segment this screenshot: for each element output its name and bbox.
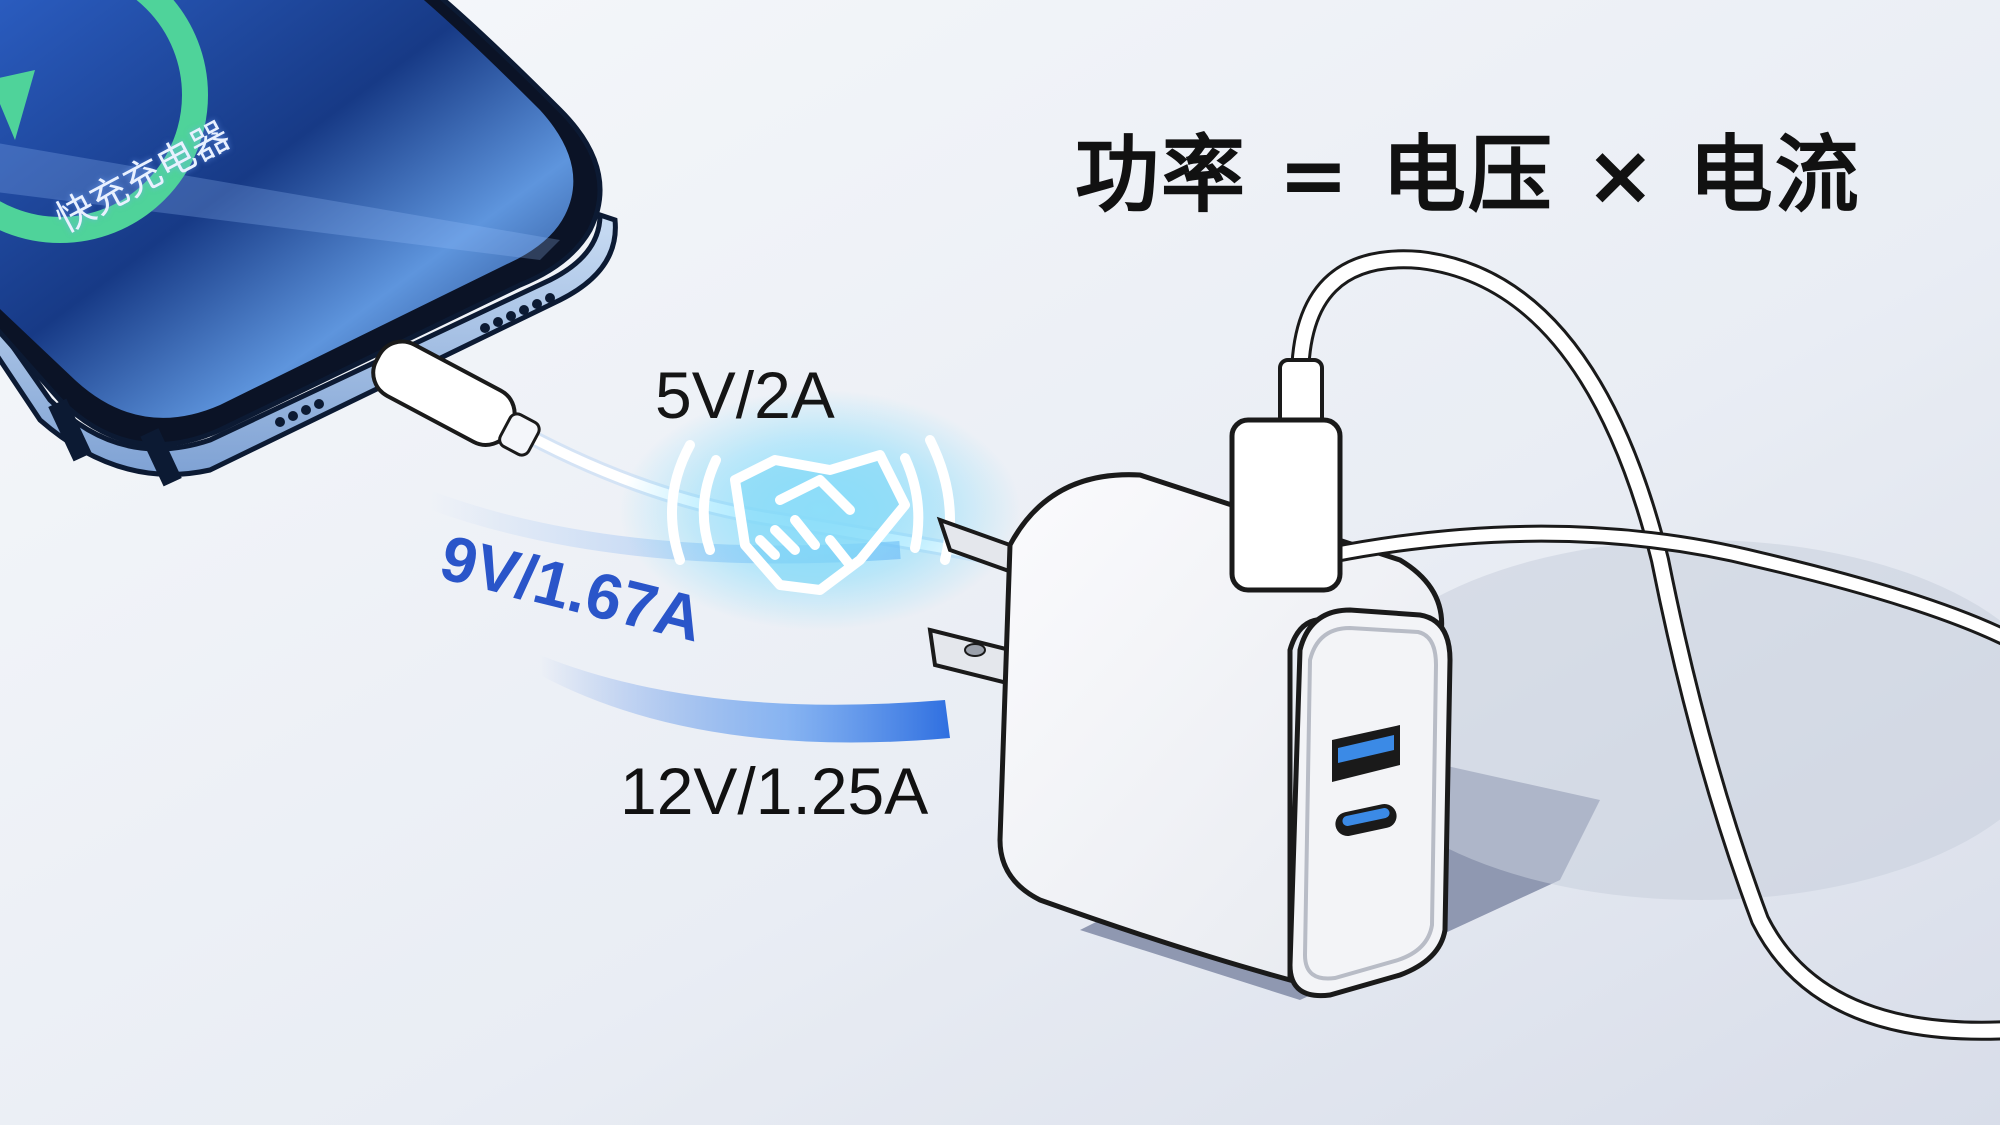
- charger-cable: [1229, 249, 2000, 1041]
- charging-ring-icon: [0, 0, 208, 243]
- arc-12v: [540, 655, 950, 743]
- charger: [997, 472, 1453, 999]
- charging-arrow-icon: [0, 70, 35, 140]
- usb-c-port: [1335, 804, 1397, 836]
- charger-prongs: [927, 516, 1024, 688]
- handshake-icon: [620, 390, 1020, 630]
- power-formula-title: 功率 = 电压 × 电流: [1075, 126, 1861, 224]
- power-level-5v: 5V/2A: [655, 358, 835, 432]
- cable-shadow: [1340, 540, 2000, 900]
- phone: [0, 0, 618, 487]
- usb-a-port: [1332, 725, 1400, 782]
- phone-screen: [0, 0, 574, 418]
- speaker-grille-icon: [275, 293, 555, 427]
- usb-plug: [1229, 417, 1343, 593]
- power-level-12v: 12V/1.25A: [620, 754, 929, 828]
